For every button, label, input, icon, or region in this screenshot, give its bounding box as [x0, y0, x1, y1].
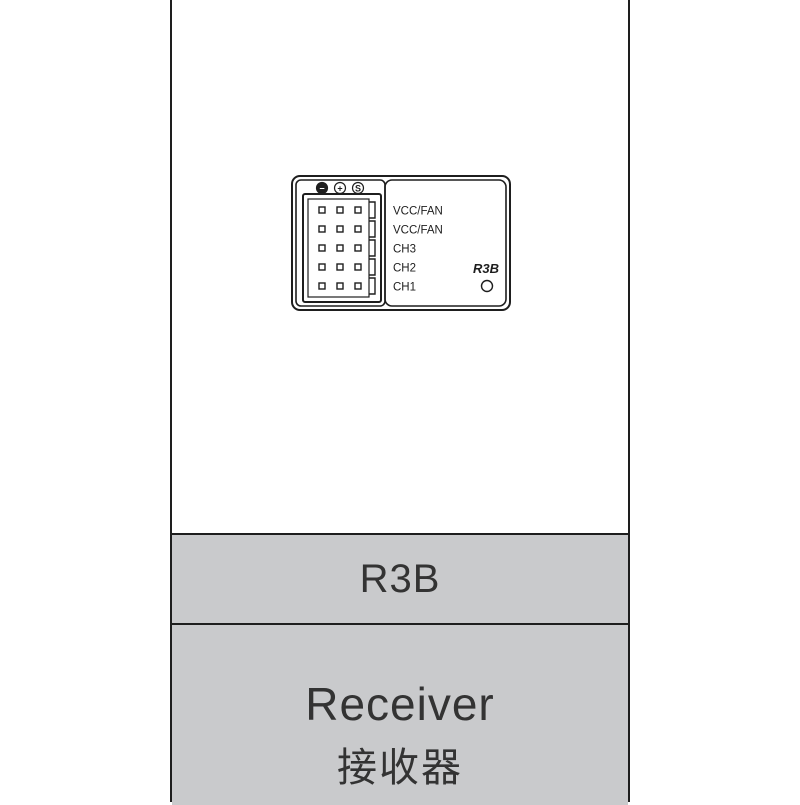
- pin: [354, 206, 362, 214]
- pin-symbol-icon: −: [315, 181, 329, 195]
- connector-notch: [369, 201, 376, 219]
- connector-notch: [369, 239, 376, 257]
- pin: [354, 282, 362, 290]
- port-label: VCC/FAN: [393, 206, 443, 218]
- connector-notch: [369, 258, 376, 276]
- connector-block: [302, 193, 382, 303]
- pin-symbol-icon: S: [351, 181, 365, 195]
- receiver-body: [291, 175, 511, 311]
- pin: [318, 244, 326, 252]
- pin: [318, 206, 326, 214]
- pin: [318, 263, 326, 271]
- pin: [354, 244, 362, 252]
- pin: [336, 225, 344, 233]
- port-label: CH1: [393, 282, 416, 294]
- model-name: R3B: [359, 556, 441, 601]
- pin: [336, 263, 344, 271]
- description-chinese: 接收器: [337, 745, 463, 791]
- pin: [336, 244, 344, 252]
- pin: [354, 225, 362, 233]
- port-label: CH3: [393, 244, 416, 256]
- model-band: R3B: [172, 533, 628, 625]
- connector-housing: [295, 179, 386, 307]
- port-label: VCC/FAN: [393, 225, 443, 237]
- pin: [336, 206, 344, 214]
- pin-symbol-label: S: [355, 184, 361, 194]
- connector-notch: [369, 277, 376, 295]
- pin: [336, 282, 344, 290]
- pin-symbols: − + S: [315, 181, 365, 195]
- pin: [354, 263, 362, 271]
- port-label: CH2: [393, 263, 416, 275]
- pin: [318, 282, 326, 290]
- pin-symbol-label: +: [337, 184, 342, 194]
- pin-grid: [318, 206, 362, 290]
- connector-inner: [307, 198, 370, 298]
- connector-notch: [369, 220, 376, 238]
- pin-symbol-icon: +: [333, 181, 347, 195]
- bind-button-icon: [480, 279, 494, 293]
- pin: [318, 225, 326, 233]
- pin-symbol-label: −: [319, 184, 324, 194]
- description-band: Receiver 接收器: [172, 625, 628, 805]
- connector-notches: [369, 201, 376, 295]
- device-label: R3B: [473, 261, 499, 276]
- description-english: Receiver: [305, 678, 495, 730]
